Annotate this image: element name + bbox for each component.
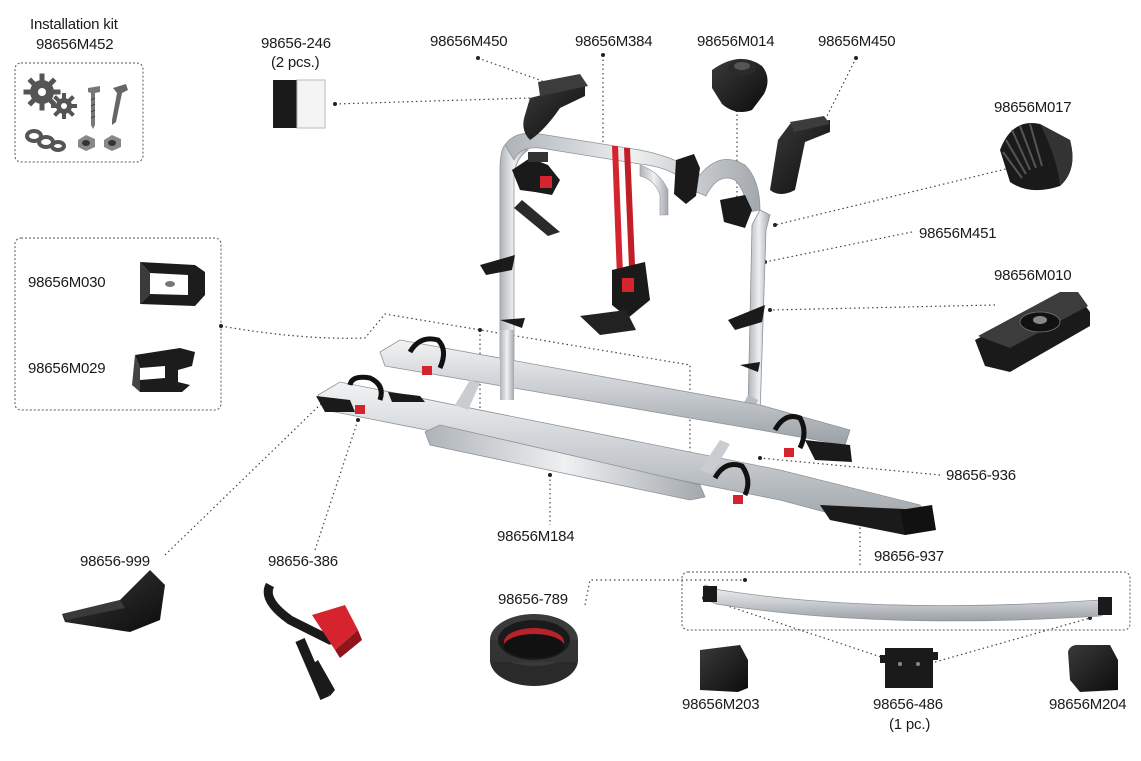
foam-strips: [273, 79, 326, 129]
strip-qty-label: (2 pcs.): [271, 54, 320, 71]
plate-qty-label: (1 pc.): [889, 716, 931, 733]
rail-long-label: 98656-937: [874, 548, 944, 565]
arm-left: [523, 74, 588, 140]
frame-label: 98656M384: [575, 33, 653, 50]
plate-label: 98656-486: [873, 696, 943, 713]
tube-clamp-label: 98656M451: [919, 225, 997, 242]
installation-kit-parts: [23, 73, 128, 152]
end-cap-right-label: 98656M204: [1049, 696, 1127, 713]
bracket-a-label: 98656M030: [28, 274, 106, 291]
end-cap-small: [62, 570, 165, 632]
bracket-b-label: 98656M029: [28, 360, 106, 377]
brackets-frame: [14, 237, 222, 411]
cone-cap: [1000, 123, 1073, 191]
end-cap-left-label: 98656M203: [682, 696, 760, 713]
plate-part: [880, 648, 938, 688]
end-cap-left-part: [700, 645, 748, 692]
installation-kit-title: Installation kit: [30, 16, 118, 33]
arm-right: [770, 116, 830, 194]
clip-label: 98656M010: [994, 267, 1072, 284]
bracket-a: [140, 262, 205, 306]
rail-parts-frame: [681, 571, 1131, 631]
tire-band: [490, 614, 578, 686]
carrier-frame: [499, 132, 771, 424]
rail-strap-buckles: [355, 366, 794, 504]
screw-icon: [88, 84, 128, 129]
center-red-strap: [580, 146, 650, 335]
frame-clamps: [480, 152, 765, 372]
end-cap-right-part: [1068, 644, 1118, 692]
strip-code-label: 98656-246: [261, 35, 331, 52]
end-cap-small-label: 98656-999: [80, 553, 150, 570]
arm-left-label: 98656M450: [430, 33, 508, 50]
cone-cap-label: 98656M017: [994, 99, 1072, 116]
long-rail-part: [702, 584, 1112, 622]
rail-center-label: 98656M184: [497, 528, 575, 545]
tire-band-label: 98656-789: [498, 591, 568, 608]
wheel-holder-clip: [975, 292, 1090, 372]
leader-dots: [219, 53, 1092, 620]
rails: [316, 330, 936, 535]
installation-kit-frame: [14, 62, 144, 163]
bracket-b: [132, 348, 195, 392]
rail-straps: [347, 336, 807, 497]
rail-right-label: 98656-936: [946, 467, 1016, 484]
strap-label: 98656-386: [268, 553, 338, 570]
knob: [712, 58, 768, 112]
gear-icon: [23, 73, 77, 119]
nut-icon: [78, 135, 121, 151]
installation-kit-code: 98656M452: [36, 36, 114, 53]
knob-label: 98656M014: [697, 33, 775, 50]
strap-part: [263, 582, 362, 700]
chain-link-icon: [25, 129, 66, 152]
arm-right-label: 98656M450: [818, 33, 896, 50]
